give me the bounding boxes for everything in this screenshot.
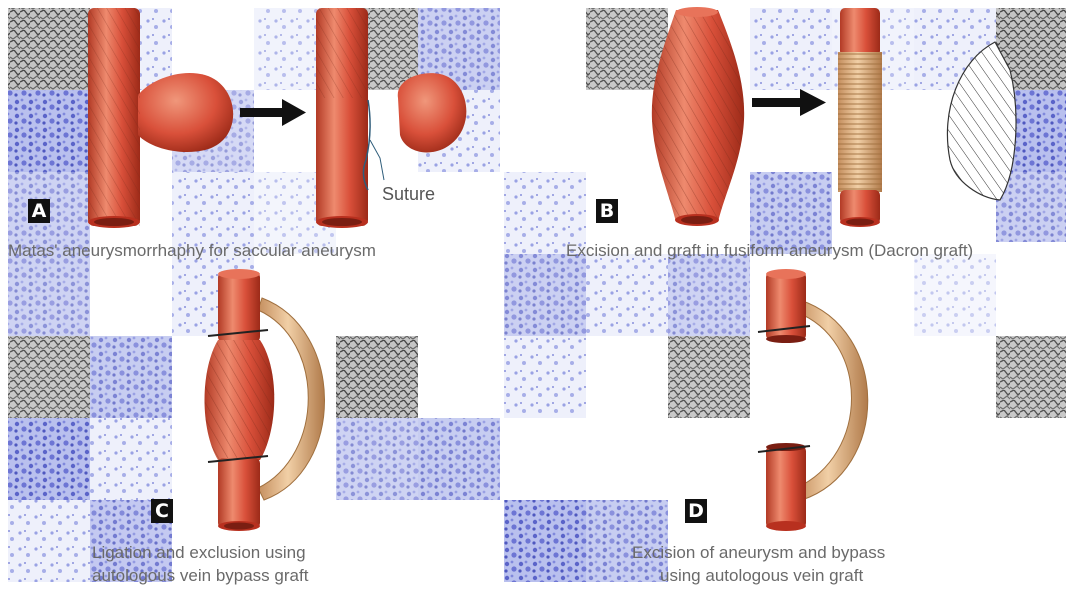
panel-label-a: A	[28, 199, 50, 223]
panel-label-c: C	[151, 499, 173, 523]
panel-b-dacron-graft	[838, 8, 882, 227]
panel-c-caption-line2: autologous vein bypass graft	[92, 566, 308, 586]
panel-d-caption-line2: using autologous vein graft	[660, 566, 863, 586]
panel-b-caption: Excision and graft in fusiform aneurysm …	[566, 241, 973, 261]
panel-d-caption-line1: Excision of aneurysm and bypass	[632, 543, 885, 563]
panel-d-vessel-stumps	[758, 269, 810, 531]
panel-label-d: D	[685, 499, 707, 523]
panel-label-b: B	[596, 199, 618, 223]
panel-b-arrow-icon	[752, 89, 826, 116]
suture-label: Suture	[382, 184, 435, 204]
panel-a-caption: Matas' aneurysmorrhaphy for saccular ane…	[8, 241, 376, 261]
panel-c-caption-line1: Ligation and exclusion using	[92, 543, 306, 563]
panel-d-vein-bypass	[796, 300, 868, 500]
